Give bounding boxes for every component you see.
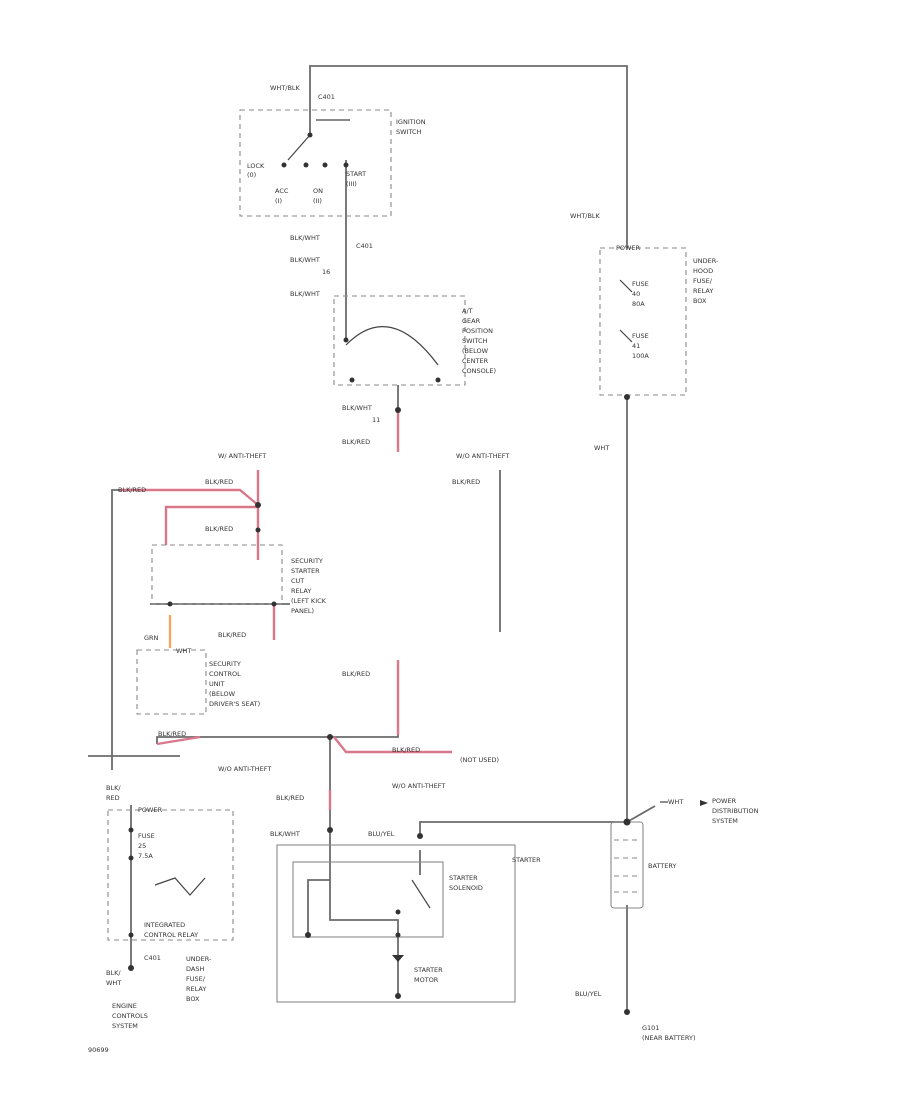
under-hood-box: [599, 247, 687, 396]
label-wo-anti-theft-3: W/O ANTI-THEFT: [392, 782, 445, 790]
label-wht-blk-top: WHT/BLK: [270, 84, 301, 92]
label-page-code: 90699: [88, 1046, 109, 1054]
label-security-relay: SECURITY STARTER CUT RELAY (LEFT KICK PA…: [291, 557, 328, 615]
label-wht-power: WHT: [668, 798, 683, 806]
label-starter-solenoid: STARTER SOLENOID: [449, 874, 483, 892]
label-fuse-40: FUSE 40 80A: [632, 280, 651, 308]
label-blk-red-6: BLK/RED: [218, 631, 246, 639]
label-blk-wht-bottom: BLK/ WHT: [106, 969, 123, 987]
label-ignition-switch: IGNITION SWITCH: [396, 118, 428, 136]
label-acc: ACC (I): [275, 187, 291, 205]
gray-wires: [88, 65, 656, 1010]
label-under-hood-box: UNDER- HOOD FUSE/ RELAY BOX: [693, 257, 720, 305]
label-under-dash-box: UNDER- DASH FUSE/ RELAY BOX: [186, 955, 213, 1003]
label-wht-blk-fuse: WHT/BLK: [570, 212, 601, 220]
label-start: START (III): [346, 170, 368, 188]
label-blk-red-left: BLK/ RED: [106, 784, 123, 802]
label-on: ON (II): [313, 187, 325, 205]
label-starter-motor: STARTER MOTOR: [414, 966, 445, 984]
label-power-left: POWER: [138, 806, 163, 814]
under-dash-box: [107, 809, 234, 941]
security-relay-box: [151, 544, 283, 605]
label-with-anti-theft-1: W/ ANTI-THEFT: [218, 452, 266, 460]
label-battery: BATTERY: [648, 862, 676, 870]
label-blk-red-10: BLK/RED: [276, 794, 304, 802]
label-blu-yel: BLU/YEL: [368, 830, 395, 838]
starter-outer-box: [276, 844, 516, 1003]
security-unit-box: [136, 649, 207, 715]
label-fuse-41: FUSE 41 100A: [632, 332, 651, 360]
label-blk-red-8: BLK/RED: [158, 730, 186, 738]
red-wires: [120, 410, 452, 810]
gear-switch-box: [333, 295, 466, 386]
label-wo-anti-theft-2: W/O ANTI-THEFT: [218, 765, 271, 773]
label-blk-red-7: BLK/RED: [342, 670, 370, 678]
label-engine-controls: ENGINE CONTROLS SYSTEM: [112, 1002, 150, 1030]
label-blk-red-1: BLK/RED: [342, 438, 370, 446]
label-security-unit: SECURITY CONTROL UNIT (BELOW DRIVER'S SE…: [209, 660, 260, 708]
label-integrated-control: INTEGRATED CONTROL RELAY: [144, 921, 198, 939]
label-blk-wht-4: BLK/WHT: [342, 404, 372, 412]
label-blk-red-5: BLK/RED: [205, 525, 233, 533]
label-blk-red-3: BLK/RED: [118, 486, 146, 494]
label-blk-wht-1: BLK/WHT: [290, 234, 320, 242]
label-wht: WHT: [176, 647, 191, 655]
label-blk-red-4: BLK/RED: [205, 478, 233, 486]
starter-inner-box: [292, 861, 444, 938]
label-blk-red-2: BLK/RED: [452, 478, 480, 486]
label-c401-bottom: C401: [144, 954, 161, 962]
label-wo-anti-theft-1: W/O ANTI-THEFT: [456, 452, 509, 460]
label-blk-red-9: BLK/RED: [392, 746, 420, 754]
label-grn: GRN: [144, 634, 159, 642]
label-11: 11: [372, 416, 380, 424]
label-blu-yel-bottom: BLU/YEL: [575, 990, 602, 998]
label-wht-lower: WHT: [594, 444, 609, 452]
label-at-gear: A/T GEAR POSITION SWITCH (BELOW CENTER C…: [462, 307, 496, 375]
switch-glyphs: [128, 119, 708, 1015]
label-lock: LOCK (0): [247, 162, 266, 179]
label-c401-mid: C401: [356, 242, 373, 250]
label-blk-wht-3: BLK/WHT: [290, 290, 320, 298]
label-power-uh: POWER: [616, 244, 641, 252]
label-blk-wht-2: BLK/WHT: [290, 256, 320, 264]
ignition-switch-box: [239, 109, 392, 217]
label-power-distribution: POWER DISTRIBUTION SYSTEM: [712, 797, 761, 825]
label-c401-top: C401: [318, 93, 335, 101]
label-g101: G101 (NEAR BATTERY): [642, 1024, 695, 1042]
label-fuse-25: FUSE 25 7.5A: [138, 832, 157, 860]
label-blk-wht-starter: BLK/WHT: [270, 830, 300, 838]
label-not-used: (NOT USED): [460, 756, 499, 764]
battery-box: [610, 821, 644, 909]
label-starter: STARTER: [512, 856, 541, 864]
label-16: 16: [322, 268, 330, 276]
